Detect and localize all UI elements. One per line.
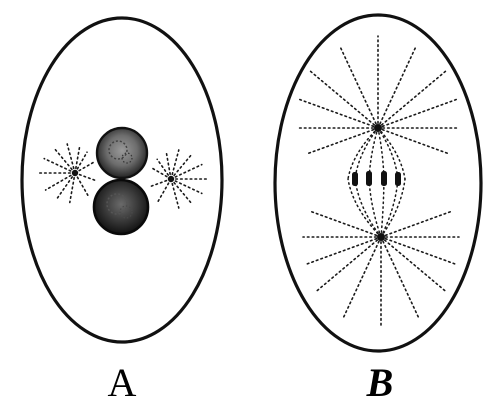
nucleus-lower xyxy=(94,180,148,234)
aster-b-top xyxy=(298,36,458,153)
panel-label-a: A xyxy=(108,360,137,405)
panel-a: A xyxy=(22,18,222,405)
spindle-fiber xyxy=(381,179,384,237)
aster-a-right-ray xyxy=(171,179,202,193)
aster-a-right-ray xyxy=(171,165,202,179)
chromosome-2 xyxy=(366,171,372,186)
aster-b-bottom xyxy=(303,212,459,327)
aster-b-top-ray xyxy=(378,99,457,128)
aster-a-left-ray xyxy=(54,149,75,174)
chromosome-4 xyxy=(395,172,401,186)
spindle-fiber xyxy=(378,128,398,179)
aster-a-left-ray xyxy=(46,173,75,190)
aster-a-right-ray xyxy=(150,179,171,187)
aster-a-left-ray xyxy=(75,173,96,181)
centriole-a-left xyxy=(72,170,78,176)
aster-b-bottom-ray xyxy=(317,237,381,291)
aster-a-right xyxy=(150,150,207,208)
aster-b-bottom-ray xyxy=(381,212,451,237)
aster-b-top-ray xyxy=(309,128,379,153)
aster-a-left-ray xyxy=(44,159,75,173)
chromosome-1 xyxy=(352,172,358,186)
centriole-a-right xyxy=(168,176,174,182)
aster-a-right-ray xyxy=(171,155,192,180)
aster-a-right-ray xyxy=(171,179,192,204)
panel-label-b: B xyxy=(366,360,394,405)
spindle-fiber xyxy=(348,179,381,237)
aster-b-top-ray xyxy=(378,71,445,128)
panel-b: B xyxy=(275,15,481,405)
nucleus-upper xyxy=(97,128,147,178)
aster-a-left xyxy=(39,144,96,203)
aster-a-right-ray xyxy=(152,168,171,179)
centriole-b-bottom xyxy=(377,233,385,241)
chromosomes-metaphase xyxy=(352,171,401,186)
aster-a-left-ray xyxy=(57,173,75,199)
chromosome-3 xyxy=(381,171,387,186)
centriole-b-top xyxy=(374,124,382,132)
aster-b-bottom-ray xyxy=(381,237,445,291)
aster-b-top-ray xyxy=(311,71,378,128)
aster-b-top-ray xyxy=(299,99,378,128)
